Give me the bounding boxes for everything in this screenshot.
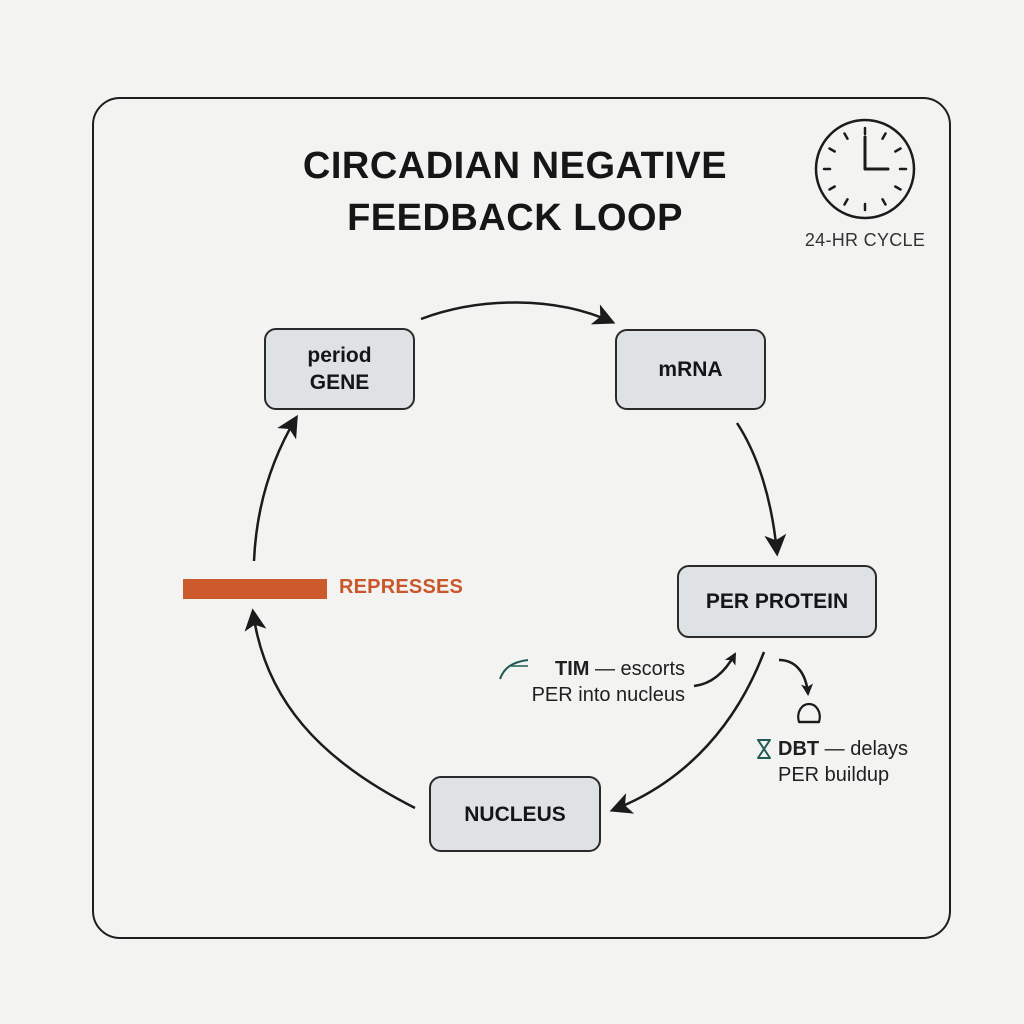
dbt-annotation: DBT — delays PER buildup	[778, 736, 928, 788]
arrow-protein-to-nucleus	[609, 651, 766, 814]
dbt-dash-text: — delays	[819, 738, 909, 760]
mrna-node: mRNA	[615, 329, 766, 410]
nucleus-label: NUCLEUS	[464, 802, 566, 826]
repression-bar	[183, 579, 327, 599]
arrow-protein-to-dbt	[778, 658, 814, 696]
diagram-title: CIRCADIAN NEGATIVE FEEDBACK LOOP	[200, 140, 830, 244]
clock-caption: 24-HR CYCLE	[804, 230, 926, 250]
period-gene-label-line-2: GENE	[309, 371, 370, 394]
mrna-label: mRNA	[658, 358, 723, 381]
arrow-gene-to-mrna	[420, 301, 616, 325]
repression-label: REPRESSES	[339, 576, 464, 598]
clock-icon	[814, 118, 916, 220]
arrow-mrna-to-protein	[735, 422, 787, 557]
tim-curve-icon	[499, 659, 529, 680]
title-line-1: CIRCADIAN NEGATIVE	[302, 145, 728, 187]
dbt-description: PER buildup	[778, 764, 890, 786]
per-protein-label: PER PROTEIN	[705, 590, 849, 613]
per-protein-node: PER PROTEIN	[677, 565, 877, 638]
nucleus-node: NUCLEUS	[429, 776, 601, 852]
dbt-marker-icon	[797, 702, 821, 724]
arrow-nucleus-to-repression	[244, 608, 416, 810]
period-gene-node: period GENE	[264, 328, 415, 410]
tim-description: PER into nucleus	[531, 684, 685, 706]
hourglass-icon	[757, 739, 771, 759]
period-gene-label-line-1: period	[307, 344, 372, 367]
tim-annotation: TIM — escorts PER into nucleus	[500, 656, 685, 708]
dbt-name: DBT	[778, 738, 820, 760]
arrow-tim-to-protein	[693, 652, 737, 688]
title-line-2: FEEDBACK LOOP	[347, 197, 683, 239]
tim-name: TIM	[554, 658, 590, 680]
tim-dash-text: — escorts	[589, 658, 685, 680]
arrow-repression-to-gene	[252, 414, 298, 562]
